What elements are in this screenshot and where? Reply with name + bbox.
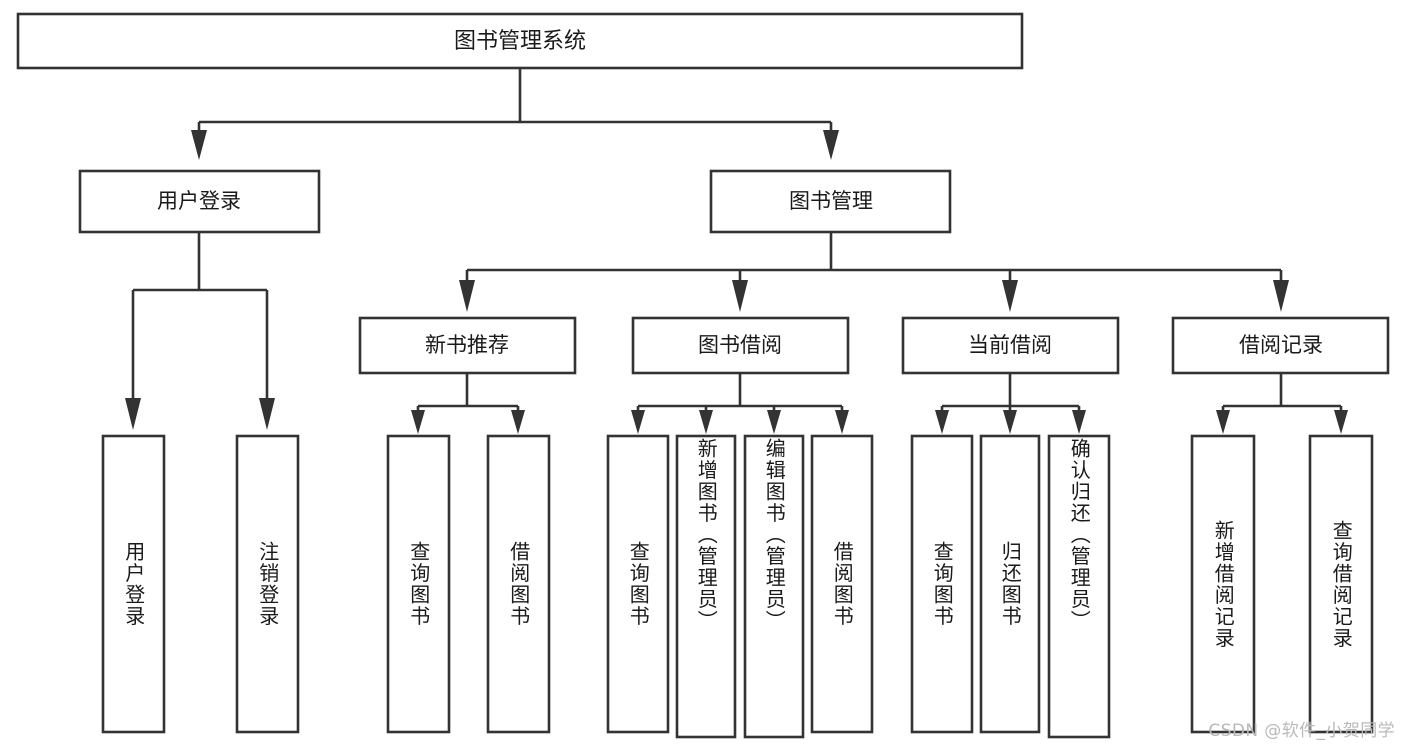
csdn-watermark: CSDN @软件_小贺同学	[1208, 721, 1395, 741]
connector-group-current-borrow	[935, 373, 1086, 434]
arrowhead-nbr-leaf-1	[411, 410, 425, 434]
arrowhead-br-leaf-2	[1334, 410, 1348, 434]
arrowhead-leaf-user-login	[125, 398, 141, 430]
node-book-borrow[interactable]	[631, 316, 850, 375]
node-leaf-add-borrow-record[interactable]	[1190, 434, 1256, 734]
node-current-borrow-label: 当前借阅	[968, 333, 1052, 357]
node-leaf-add-book-admin[interactable]	[675, 434, 737, 739]
node-leaf-return-book[interactable]	[979, 434, 1041, 734]
arrowhead-nbr-leaf-2	[511, 410, 525, 434]
arrowhead-user-login	[191, 130, 207, 160]
node-book-management[interactable]	[709, 169, 952, 234]
connector-group-book-mgmt	[459, 232, 1289, 312]
node-book-management-label: 图书管理	[789, 189, 873, 213]
node-leaf-query-book-cb[interactable]	[910, 434, 974, 734]
node-leaf-borrow-book-nbr[interactable]	[486, 434, 551, 734]
connector-group-user-login	[125, 232, 275, 430]
arrowhead-borrow-record	[1273, 280, 1289, 312]
arrowhead-book-borrow	[732, 280, 748, 312]
arrowhead-cb-leaf-2	[1003, 410, 1017, 434]
node-leaf-logout[interactable]	[235, 434, 300, 734]
arrowhead-cb-leaf-3	[1072, 410, 1086, 434]
node-new-book-recommend-label: 新书推荐	[425, 333, 509, 357]
node-user-login[interactable]	[78, 169, 321, 234]
node-root-system[interactable]	[16, 12, 1024, 70]
node-borrow-record-label: 借阅记录	[1239, 333, 1323, 357]
node-leaf-query-book-nbr[interactable]	[386, 434, 451, 734]
arrowhead-bb-leaf-2	[699, 410, 713, 434]
arrowhead-br-leaf-1	[1216, 410, 1230, 434]
arrowhead-bb-leaf-4	[835, 410, 849, 434]
arrowhead-leaf-logout	[259, 398, 275, 430]
connector-group-root	[191, 68, 839, 160]
node-leaf-edit-book-admin[interactable]	[743, 434, 805, 739]
node-leaf-query-borrow-record[interactable]	[1308, 434, 1374, 734]
node-user-login-label: 用户登录	[157, 189, 241, 213]
node-root-system-label: 图书管理系统	[454, 29, 586, 54]
arrowhead-book-mgmt	[823, 130, 839, 160]
node-leaf-user-login[interactable]	[101, 434, 166, 734]
arrowhead-current-borrow	[1002, 280, 1018, 312]
node-borrow-record[interactable]	[1171, 316, 1390, 375]
node-leaf-query-book-bb[interactable]	[606, 434, 670, 734]
node-new-book-recommend[interactable]	[358, 316, 577, 375]
arrowhead-cb-leaf-1	[935, 410, 949, 434]
node-leaf-confirm-return-admin[interactable]	[1047, 434, 1111, 739]
connector-group-book-borrow	[631, 373, 849, 434]
arrowhead-bb-leaf-3	[767, 410, 781, 434]
arrowhead-bb-leaf-1	[631, 410, 645, 434]
node-book-borrow-label: 图书借阅	[698, 333, 782, 357]
connector-group-new-book-recommend	[411, 373, 525, 434]
connector-group-borrow-record	[1216, 373, 1348, 434]
node-current-borrow[interactable]	[901, 316, 1120, 375]
arrowhead-new-book-recommend	[459, 280, 475, 312]
node-leaf-borrow-book-bb[interactable]	[810, 434, 874, 734]
